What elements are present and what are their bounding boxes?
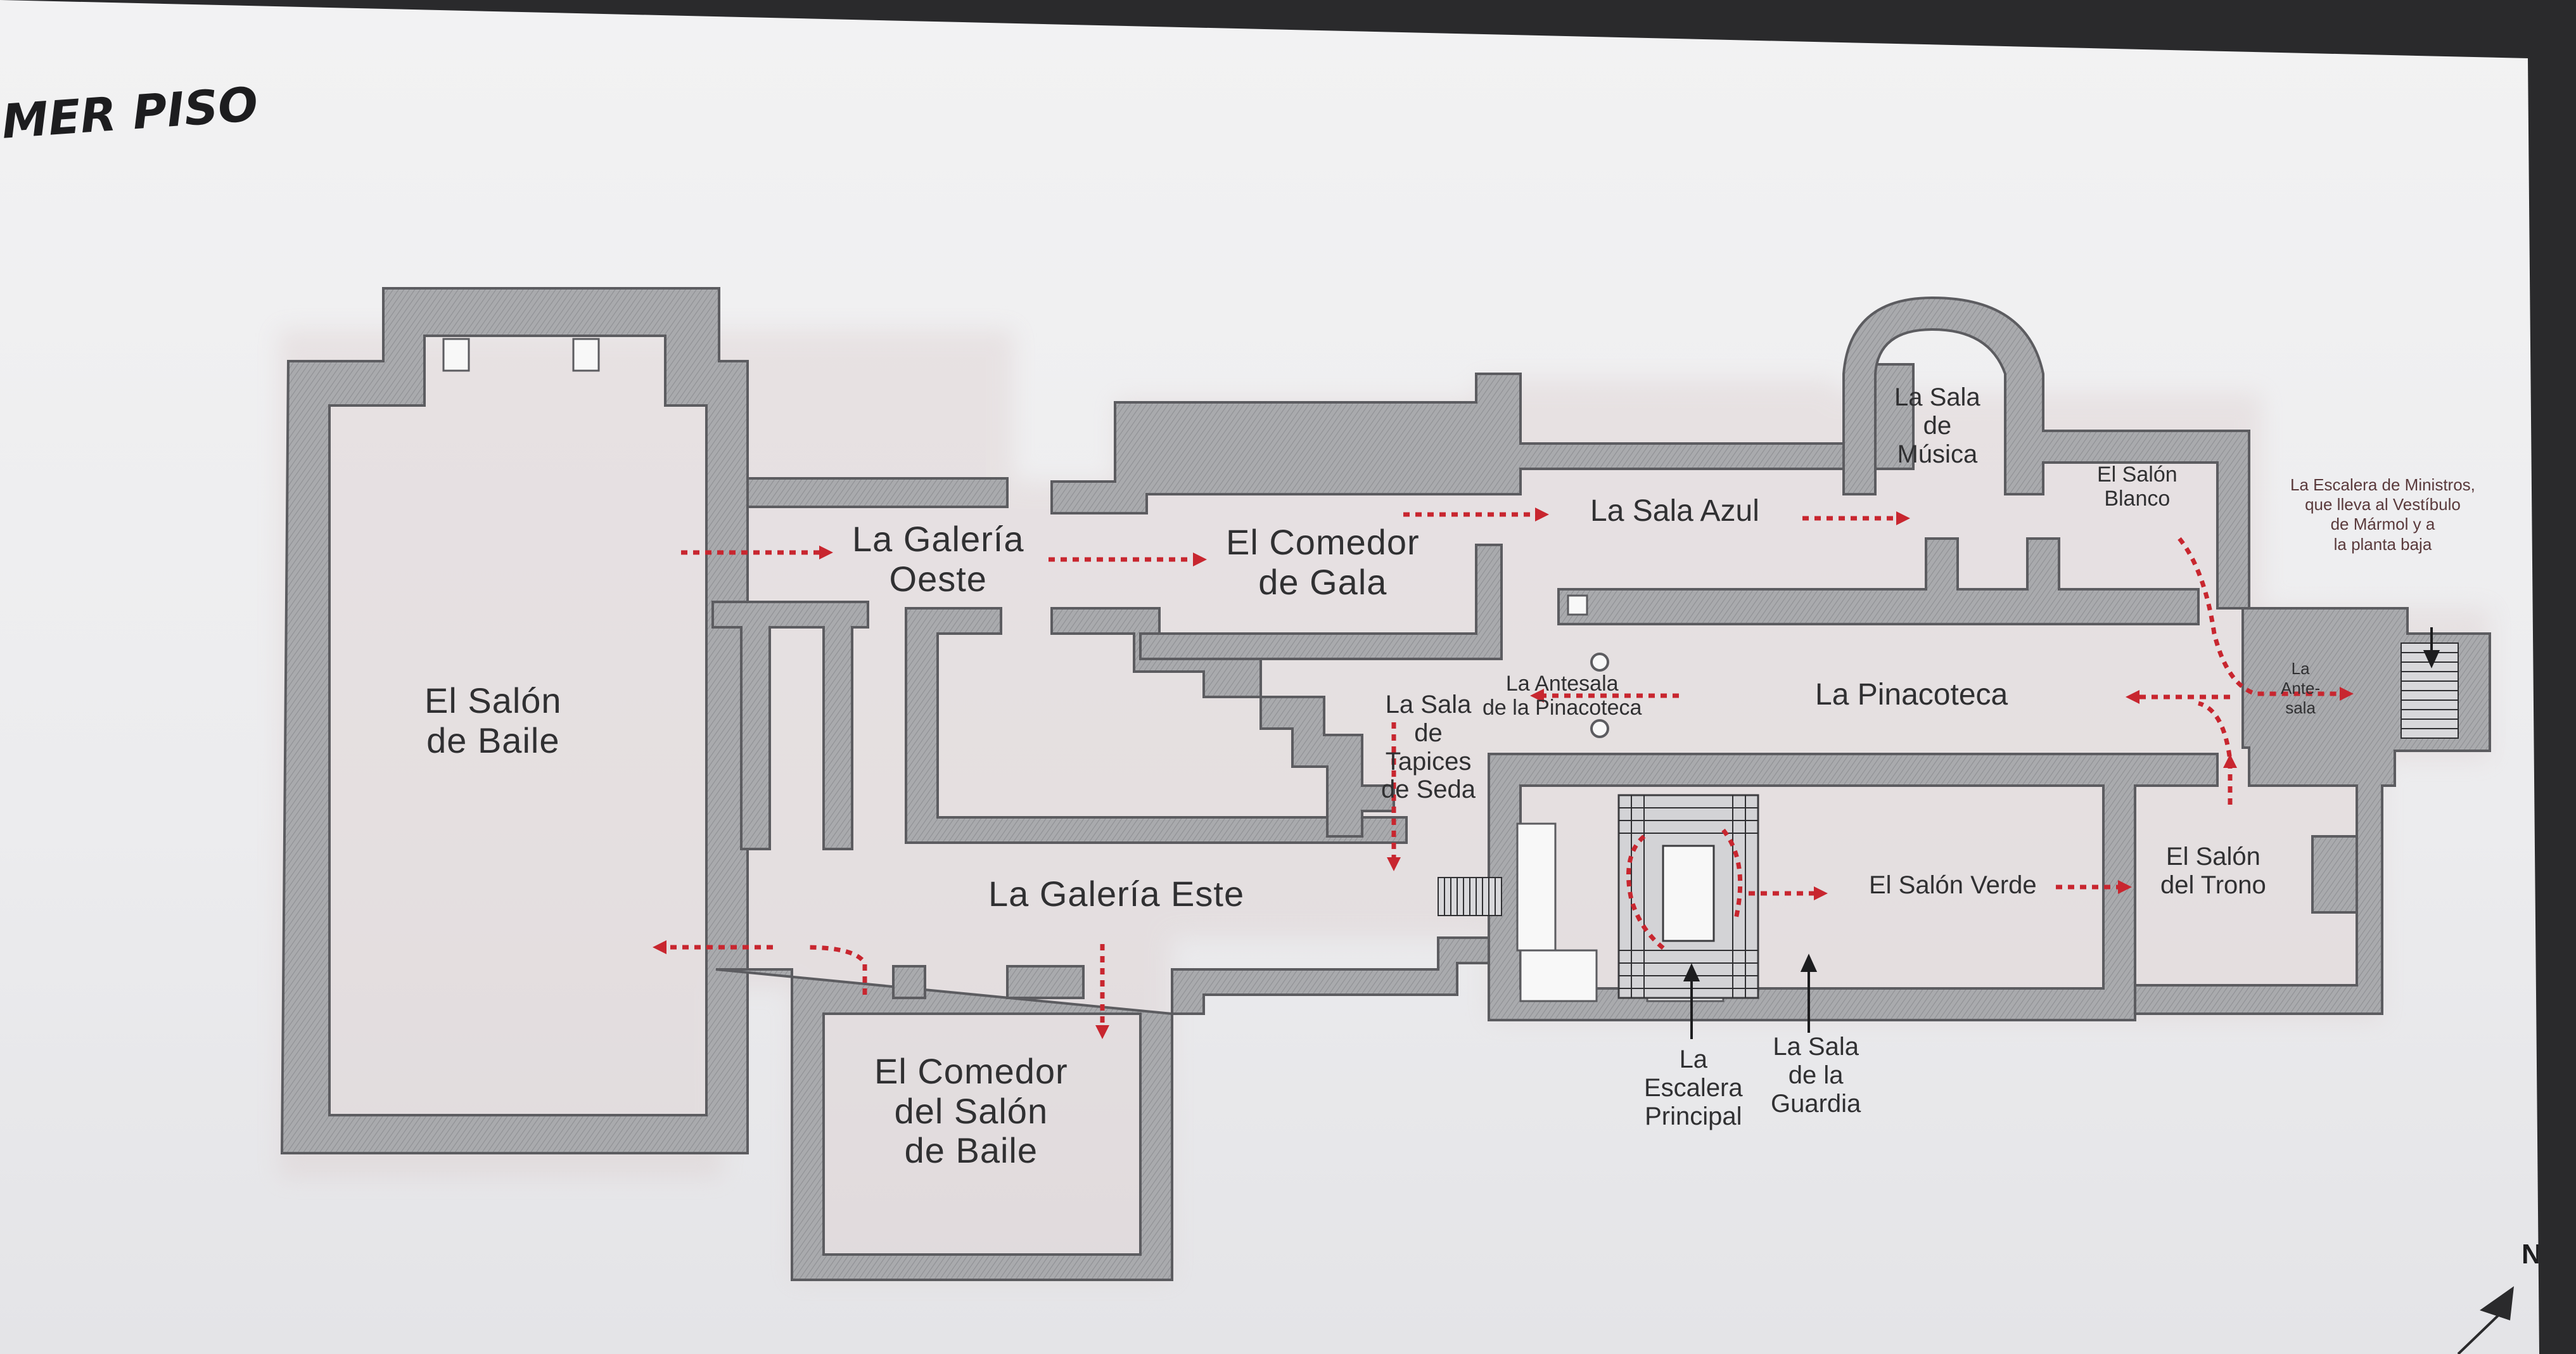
wall-pinacoteca-north [1557,537,2200,625]
wall-galeria-oeste-piers [711,601,869,850]
columns [1590,653,1609,738]
compass-arrow [2457,1286,2514,1354]
compass-north-label: N [2522,1239,2542,1270]
wall-galeria-este-blocks [892,965,1085,999]
wall-pinacoteca-west [1139,544,1503,660]
wall-sala-musica [1842,296,2250,610]
wall-galeria-oeste-north [746,477,1009,508]
label-pinacoteca: La Pinacoteca [1815,678,2008,712]
label-escalera-ministros: La Escalera de Ministros,que lleva al Ve… [2290,475,2475,554]
escalera-principal-stairs [1617,794,1759,999]
label-salon-verde: El Salón Verde [1869,871,2037,899]
label-leaders [1683,627,2440,1039]
wall-steps [1050,607,1395,838]
route-arrowheads [653,508,2354,1039]
label-galeria-este: La Galería Este [988,874,1245,914]
wall-galeria-este [715,936,1490,1281]
label-sala-azul: La Sala Azul [1590,494,1759,528]
small-stairs [1438,642,2459,916]
visitor-route [662,512,2344,1030]
wall-trono-niche [2311,835,2358,914]
wall-salon-baile [280,287,749,1154]
